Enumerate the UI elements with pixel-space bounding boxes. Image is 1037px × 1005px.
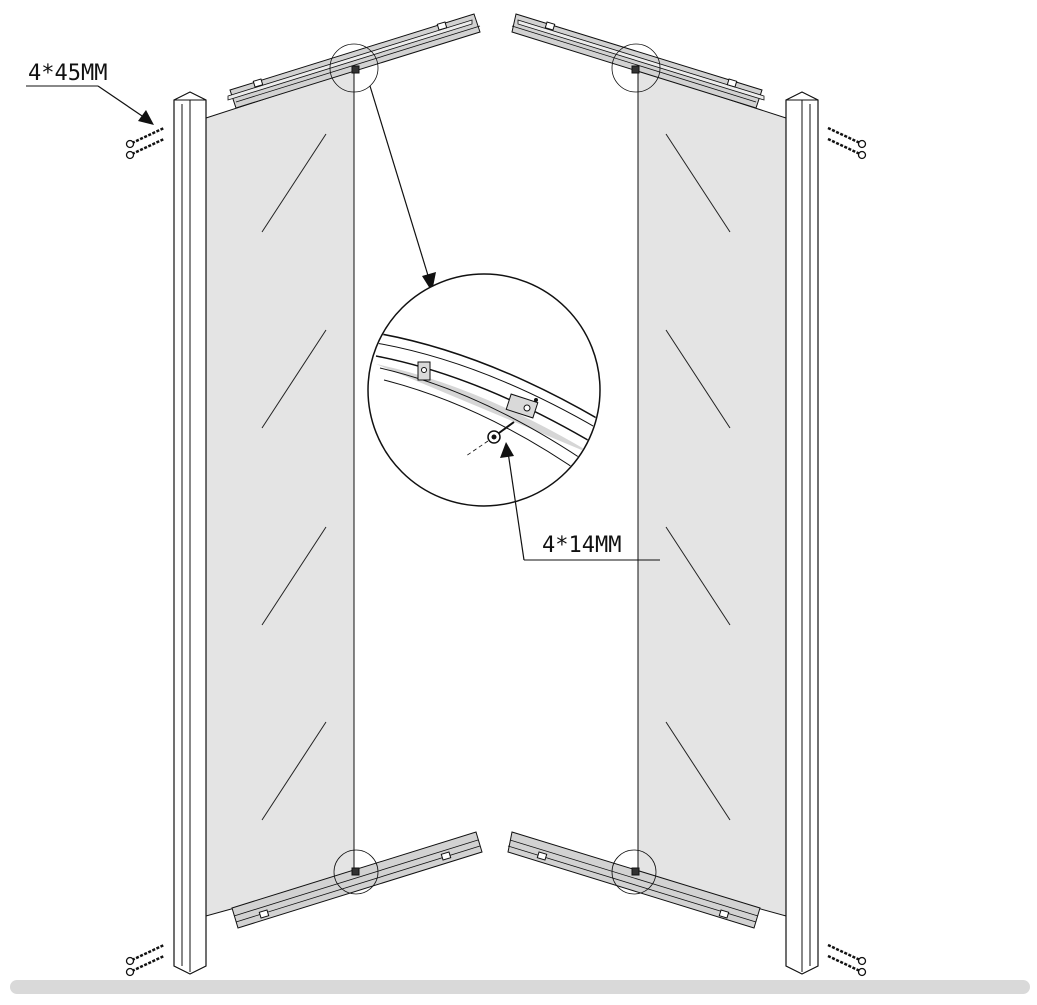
magnified-detail: [367, 273, 601, 507]
short-screw-callout: 4*14MM: [500, 442, 660, 561]
detail-circle-top-left: [329, 43, 379, 93]
right-glass-reflection-marks: [665, 133, 731, 821]
detail-circle-bottom-left: [333, 849, 379, 895]
detail-circle-bottom-right: [611, 849, 657, 895]
detail-callout-arrow: [369, 85, 436, 292]
detail-markers: [329, 43, 661, 895]
wall-screws-top-right: [827, 126, 867, 160]
right-glass-panel: [637, 69, 787, 917]
wall-screw: [827, 943, 867, 966]
wall-screw: [125, 137, 165, 160]
bottom-left-rail: [231, 831, 483, 929]
wall-screws-bottom-right: [827, 943, 867, 977]
wall-screws-bottom-left: [125, 943, 165, 977]
wall-screw: [125, 954, 165, 977]
wall-screw: [125, 126, 165, 149]
long-screw-label: 4*45MM: [28, 61, 107, 86]
wall-screws-top-left: [125, 126, 165, 160]
bottom-right-rail: [507, 831, 761, 929]
right-wall-profile: [785, 91, 819, 975]
left-glass-panel: [205, 69, 355, 917]
long-screw-callout: 4*45MM: [26, 61, 154, 125]
bottom-scroll-bar: [10, 980, 1030, 994]
short-screw-label: 4*14MM: [542, 533, 621, 558]
left-glass-reflection-marks: [261, 133, 327, 821]
detail-screw: [465, 421, 515, 457]
top-left-rail: [227, 13, 481, 109]
detail-circle-top-right: [611, 43, 661, 93]
left-wall-profile: [173, 91, 207, 975]
wall-screw: [827, 954, 867, 977]
top-right-rail: [511, 13, 765, 109]
wall-screw: [827, 137, 867, 160]
wall-screw: [827, 126, 867, 149]
wall-screw: [125, 943, 165, 966]
